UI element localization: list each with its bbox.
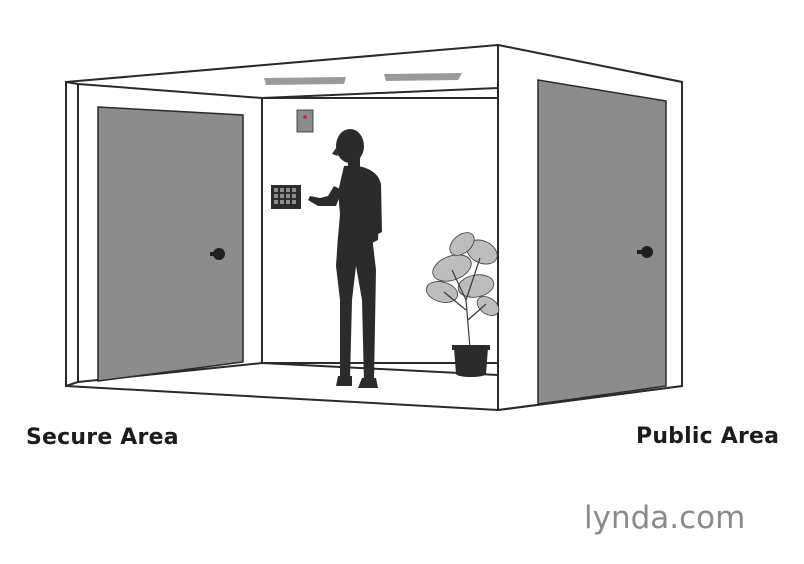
lynda-watermark: lynda.com bbox=[584, 500, 746, 536]
ceiling-light-right bbox=[384, 73, 462, 81]
ceiling-lights bbox=[264, 73, 462, 85]
public-area-label: Public Area bbox=[636, 424, 780, 449]
door-knob-left bbox=[213, 248, 225, 260]
secure-area-door bbox=[97, 106, 244, 382]
potted-plant-icon bbox=[425, 232, 500, 377]
keypad-icon bbox=[271, 185, 301, 209]
ceiling-light-left bbox=[264, 77, 346, 85]
card-reader-icon bbox=[296, 109, 314, 133]
door-knob-right bbox=[641, 246, 653, 258]
secure-area-label: Secure Area bbox=[26, 425, 179, 450]
person-silhouette bbox=[308, 129, 382, 388]
public-area-door bbox=[537, 79, 667, 405]
